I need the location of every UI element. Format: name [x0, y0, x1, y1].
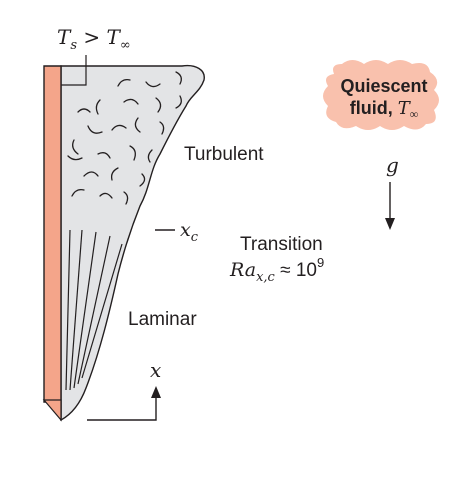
fluid-label-line1: Quiescent — [340, 76, 427, 96]
condition-label: Ts > T∞ — [57, 25, 131, 53]
transition-label: Transition — [240, 234, 323, 255]
x-axis-label: x — [150, 358, 161, 382]
gravity-label: g — [386, 153, 399, 177]
arrow-down-icon — [385, 182, 395, 230]
quiescent-fluid-cloud — [323, 60, 439, 130]
laminar-streamlines — [65, 229, 123, 391]
arrow-up-icon — [87, 386, 161, 421]
turbulent-label: Turbulent — [184, 144, 264, 165]
laminar-label: Laminar — [128, 309, 197, 330]
transition-position-label: xc — [180, 219, 199, 245]
boundary-layer-region — [60, 64, 205, 422]
condition-leader-line — [61, 55, 87, 86]
fluid-label-line2: fluid, T∞ — [350, 98, 419, 121]
rayleigh-criterion: Rax,c ≈ 109 — [229, 255, 324, 285]
heated-plate — [43, 65, 62, 419]
plate-tip — [42, 399, 62, 422]
turbulent-eddies — [67, 71, 182, 205]
